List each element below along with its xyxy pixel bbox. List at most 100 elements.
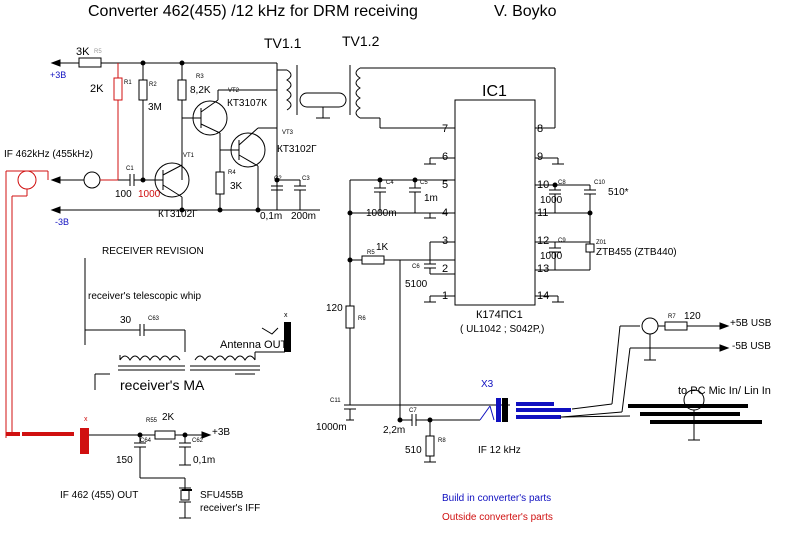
c63-ref: C63 xyxy=(148,316,160,322)
pin-13: 13 xyxy=(537,263,550,275)
antenna-x-mark: x xyxy=(284,312,288,319)
r2-ref: R2 xyxy=(149,82,157,88)
c9-val: 1000 xyxy=(540,251,563,262)
c5-ref: C5 xyxy=(420,180,428,186)
c1-ref: C1 xyxy=(126,166,134,172)
minus5usb-label: -5В USB xyxy=(732,341,771,352)
r55-val: 2K xyxy=(162,412,175,423)
pin-6: 6 xyxy=(442,151,449,163)
r1-val: 2K xyxy=(90,83,104,95)
legend-outside: Outside converter's parts xyxy=(442,512,553,523)
ic-name: IC1 xyxy=(482,83,507,100)
vt3-part: КТ3102Г xyxy=(277,144,317,155)
z01-val: ZTB455 (ZTB440) xyxy=(596,247,677,258)
c2-val: 0,1m xyxy=(260,211,283,222)
r55-ref: R55 xyxy=(146,418,158,424)
r6-ref: R6 xyxy=(358,316,366,322)
c1-alt: 1000 xyxy=(138,189,161,200)
r8-val: 510 xyxy=(405,445,422,456)
c6-val: 5100 xyxy=(405,279,428,290)
r3-val: 8,2K xyxy=(190,85,211,96)
r3-ref: R3 xyxy=(196,74,204,80)
receiver-revision-label: RECEIVER REVISION xyxy=(102,246,204,257)
tv1-1-label: TV1.1 xyxy=(264,35,302,51)
c8-ref: C8 xyxy=(558,180,566,186)
r2-val: 3M xyxy=(148,102,162,113)
c11-val: 1000m xyxy=(316,422,347,433)
c5-val: 1m xyxy=(424,193,438,204)
plus3-label: +3В xyxy=(50,70,67,80)
c7-ref: C7 xyxy=(409,408,417,414)
c11-ref: C11 xyxy=(330,398,341,404)
pin-1: 1 xyxy=(442,290,449,302)
pin-3: 3 xyxy=(442,235,449,247)
pin-10: 10 xyxy=(537,179,550,191)
author: V. Boyko xyxy=(494,3,557,20)
r8-ref: R8 xyxy=(438,438,446,444)
r-top-val: 3K xyxy=(76,46,90,58)
c10-ref: C10 xyxy=(594,180,606,186)
c6-ref: C6 xyxy=(412,264,420,270)
c64-val: 150 xyxy=(116,455,133,466)
antenna-out-label: Antenna OUT xyxy=(220,339,288,351)
legend-build-in: Build in converter's parts xyxy=(442,493,552,504)
plus3b-label: +3В xyxy=(212,427,231,438)
pin-4: 4 xyxy=(442,207,449,219)
r4-ref: R4 xyxy=(228,170,236,176)
r-top-ref: R5 xyxy=(94,49,102,55)
receiver-ma-label: receiver's MA xyxy=(120,377,205,393)
r7-val: 120 xyxy=(684,311,701,322)
x3-ref: X3 xyxy=(481,379,494,390)
plus5usb-label: +5В USB xyxy=(730,318,772,329)
r4-val: 3K xyxy=(230,181,243,192)
r6-val: 120 xyxy=(326,303,343,314)
title: Converter 462(455) /12 kHz for DRM recei… xyxy=(88,3,418,20)
c4-val: 1000m xyxy=(366,208,397,219)
vt1-part: КТ3102Г xyxy=(158,209,198,220)
if-out-x-mark: x xyxy=(84,416,88,423)
r1-ref: R1 xyxy=(124,80,132,86)
iff-label: receiver's IFF xyxy=(200,503,261,514)
c62-val: 0,1m xyxy=(193,455,216,466)
c4-ref: C4 xyxy=(386,180,394,186)
pin-5: 5 xyxy=(442,179,449,191)
ic-part: К174ПС1 xyxy=(476,309,523,321)
r5-val: 1K xyxy=(376,242,389,253)
r5-ref: R5 xyxy=(367,250,375,256)
z01-ref: Z01 xyxy=(596,240,607,246)
pin-7: 7 xyxy=(442,123,449,135)
c3-ref: C3 xyxy=(302,176,310,182)
minus3-label: -3В xyxy=(55,217,70,227)
c64-ref: C64 xyxy=(140,438,152,444)
if-out-label: IF 462 (455) OUT xyxy=(60,490,139,501)
c1-val: 100 xyxy=(115,189,132,200)
ic-equivalents: ( UL1042 ; S042P,) xyxy=(460,324,545,335)
c2-ref: C2 xyxy=(274,176,282,182)
tv1-2-label: TV1.2 xyxy=(342,33,380,49)
c8-val: 1000 xyxy=(540,195,563,206)
sfu-label: SFU455B xyxy=(200,490,244,501)
vt3-ref: VT3 xyxy=(282,130,294,136)
pin-12: 12 xyxy=(537,235,550,247)
if12-label: IF 12 kHz xyxy=(478,445,521,456)
c63-val: 30 xyxy=(120,315,132,326)
whip-label: receiver's telescopic whip xyxy=(88,291,202,302)
c9-ref: C9 xyxy=(558,238,566,244)
pin-8: 8 xyxy=(537,123,544,135)
r7-ref: R7 xyxy=(668,314,676,320)
to-pc-label: to PC Mic In/ Lin In xyxy=(678,385,771,397)
c62-ref: C62 xyxy=(192,438,204,444)
pin-2: 2 xyxy=(442,263,449,275)
pin-14: 14 xyxy=(537,290,550,302)
c7-val: 2,2m xyxy=(383,425,406,436)
c3-val: 200m xyxy=(291,211,317,222)
vt2-part: КТ3107К xyxy=(227,98,268,109)
if-input-label: IF 462kHz (455kHz) xyxy=(4,149,93,160)
pin-11: 11 xyxy=(537,207,549,219)
c10-val: 510* xyxy=(608,187,629,198)
pin-9: 9 xyxy=(537,151,544,163)
vt2-ref: VT2 xyxy=(228,88,240,94)
vt1-ref: VT1 xyxy=(183,153,195,159)
